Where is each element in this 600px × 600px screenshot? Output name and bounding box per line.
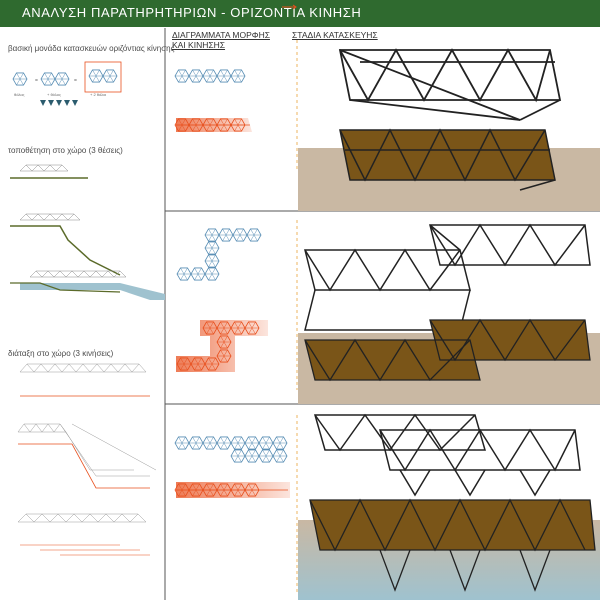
form-diagram-2: [176, 228, 262, 281]
unit-caption-2: + θόλος: [47, 92, 61, 97]
arrangement-sketch-2: [17, 423, 157, 489]
page-title: ΑΝΑΛΥΣΗ ΠΑΡΑΤΗΡΗΤΗΡΙΩΝ - ΟΡΙΖΟΝΤΙΑ ΚΙΝΗΣ…: [22, 5, 362, 20]
column-header-diagrams: ΔΙΑΓΡΑΜΜΑΤΑ ΜΟΡΦΗΣ ΚΑΙ ΚΙΝΗΣΗΣ: [172, 30, 270, 50]
unit-label: βασική μονάδα κατασκευών οριζόντιας κίνη…: [8, 44, 175, 53]
placement-sketch-2: [10, 213, 121, 276]
motion-diagram-1: [174, 118, 252, 132]
truss-built-2: [304, 318, 591, 382]
arrangement-sketch-3: [17, 513, 150, 556]
svg-text:=: =: [74, 78, 77, 84]
header-bar: [0, 0, 600, 27]
unit-caption-3: + 2 θόλοι: [90, 92, 107, 97]
arrangement-label: διάταξη στο χώρο (3 κινήσεις): [8, 349, 114, 358]
basic-unit-diagram: = =: [12, 61, 122, 106]
truss-built-3: [309, 498, 596, 592]
motion-diagram-3: [174, 482, 290, 498]
header-arrow-icon: [282, 4, 297, 10]
truss-built-1: [339, 128, 556, 191]
placement-label: τοποθέτηση στο χώρο (3 θέσεις): [8, 146, 123, 155]
truss-wireframe-3: [314, 413, 581, 497]
placement-sketch-1: [10, 164, 88, 179]
placement-sketch-3: [10, 270, 165, 300]
unit-caption-1: θόλος: [14, 92, 25, 97]
truss-wireframe-2: [304, 223, 591, 331]
form-diagram-3: [174, 436, 288, 463]
form-diagram-1: [174, 69, 246, 83]
column-header-stages: ΣΤΑΔΙΑ ΚΑΤΑΣΚΕΥΗΣ: [292, 30, 378, 40]
svg-text:=: =: [35, 78, 38, 84]
truss-wireframe-1: [338, 48, 562, 121]
arrangement-sketch-1: [19, 363, 150, 397]
motion-diagram-2: [176, 320, 268, 372]
